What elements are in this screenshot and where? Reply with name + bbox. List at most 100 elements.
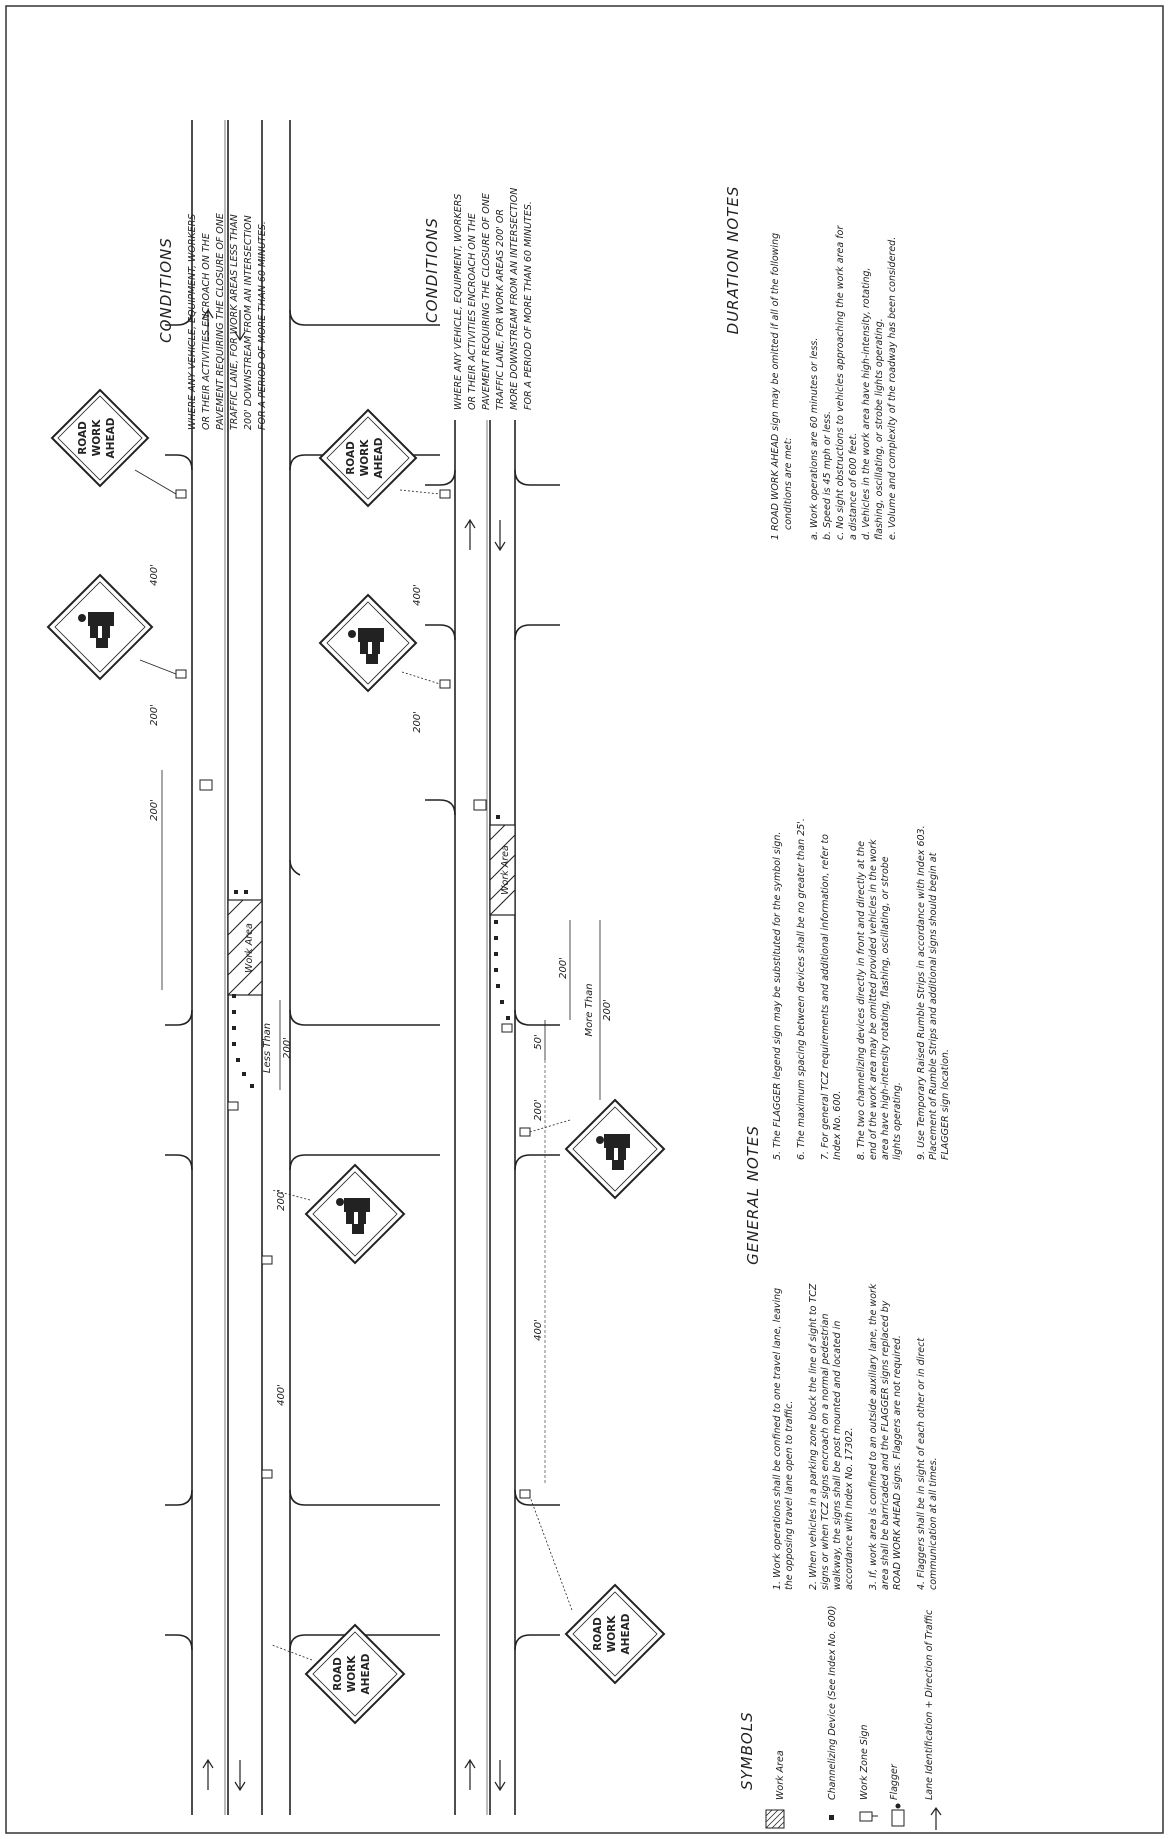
duration-line-7: a distance of 600 feet.	[848, 433, 859, 540]
symbol-label-channelizing: Channelizing Device (See Index No. 600)	[827, 1606, 838, 1800]
lane-direction-arrow-icon	[930, 1806, 942, 1830]
dim-b-50: 50'	[533, 1034, 544, 1049]
sign-a-top-line3: AHEAD	[105, 417, 117, 458]
gen-col2-line-13: 9. Use Temporary Raised Rumble Strips in…	[916, 825, 927, 1160]
dim-a-400-bottom: 400'	[276, 1384, 287, 1406]
gen-col1-line-10: area shall be barricaded and the FLAGGER…	[880, 1300, 891, 1590]
sign-road-work-ahead-b-bottom: ROAD WORK AHEAD	[529, 1496, 666, 1685]
traffic-arrows-b	[464, 518, 506, 1792]
dim-a-400-top: 400'	[149, 564, 160, 586]
gen-col2-line-5: 7. For general TCZ requirements and addi…	[820, 834, 831, 1160]
general-notes-col2: 5. The FLAGGER legend sign may be substi…	[772, 818, 951, 1160]
sign-road-work-ahead-b-top: ROAD WORK AHEAD	[318, 408, 441, 508]
duration-line-6: c. No sight obstructions to vehicles app…	[835, 225, 846, 540]
traffic-arrows-a	[202, 308, 246, 1792]
general-notes-col1: 1. Work operations shall be confined to …	[772, 1283, 939, 1590]
work-area-b: Work Area	[489, 824, 516, 916]
duration-line-8: d. Vehicles in the work area have high-i…	[861, 267, 872, 540]
gen-col1-line-4: 2. When vehicles in a parking zone block…	[808, 1283, 819, 1590]
duration-notes: DURATION NOTES	[724, 186, 742, 335]
sign-a-top-line1: ROAD	[77, 421, 89, 455]
duration-notes-body: 1 ROAD WORK AHEAD sign may be omitted if…	[770, 225, 898, 540]
sign-b-bottom-line1: ROAD	[592, 1617, 604, 1651]
conditions-b-line-2: OR THEIR ACTIVITIES ENCROACH ON THE	[467, 213, 478, 410]
dim-a-200-top2: 200'	[149, 704, 160, 726]
gen-col1-line-1: 1. Work operations shall be confined to …	[772, 1288, 783, 1590]
sign-b-top-line3: AHEAD	[373, 437, 385, 478]
dim-b-400-upper: 400'	[412, 584, 423, 606]
symbol-label-flagger: Flagger	[889, 1763, 900, 1800]
duration-line-4: a. Work operations are 60 minutes or les…	[809, 338, 820, 540]
symbols-title: SYMBOLS	[738, 1711, 756, 1790]
conditions-a-line-6: FOR A PERIOD OF MORE THAN 60 MINUTES.	[257, 221, 268, 430]
gen-col2-line-9: end of the work area may be omitted prov…	[868, 839, 879, 1160]
flagger-symbol-icon	[596, 1134, 630, 1170]
sign-a-bottom-line3: AHEAD	[360, 1653, 372, 1694]
gen-col1-line-13: 4. Flaggers shall be in sight of each ot…	[916, 1337, 927, 1590]
duration-line-2: conditions are met:	[783, 437, 794, 530]
conditions-b-line-4: TRAFFIC LANE, FOR WORK AREAS 200' OR	[495, 209, 506, 410]
dim-less-than-200: 200'	[282, 1037, 293, 1059]
gen-col2-line-14: Placement of Rumble Strips and additiona…	[928, 851, 939, 1160]
dimensions-b: More Than 200' 200' 50' 200' 400' 200' 4…	[412, 584, 613, 1485]
conditions-a-title: CONDITIONS	[157, 237, 175, 343]
dim-b-200-lower: 200'	[533, 1099, 544, 1121]
road-b-lines	[454, 420, 516, 1815]
cross-streets-b	[425, 469, 560, 1651]
dim-a-200-top1: 200'	[149, 799, 160, 821]
work-area-b-label: Work Area	[500, 845, 511, 895]
duration-line-10: e. Volume and complexity of the roadway …	[887, 237, 898, 540]
general-notes-title: GENERAL NOTES	[744, 1125, 762, 1265]
channelizing-device-symbol-icon	[829, 1815, 834, 1820]
sign-road-work-ahead-a-bottom: ROAD WORK AHEAD	[271, 1623, 406, 1725]
conditions-a: CONDITIONS WHERE ANY VEHICLE, EQUIPMENT,…	[157, 213, 268, 430]
conditions-b: CONDITIONS WHERE ANY VEHICLE, EQUIPMENT,…	[423, 188, 534, 410]
flagger-symbol-icon	[348, 628, 384, 664]
cross-streets-a	[165, 309, 440, 1651]
sign-flagger-a-bottom	[271, 1163, 406, 1265]
gen-col1-line-6: walkway, the signs shall be post mounted…	[832, 1321, 843, 1590]
dim-b-200-inner: 200'	[558, 957, 569, 979]
gen-col2-line-10: area have high-intensity rotating, flash…	[880, 856, 891, 1160]
gen-col1-line-9: 3. If, work area is confined to an outsi…	[868, 1283, 879, 1590]
gen-col1-line-11: ROAD WORK AHEAD signs. Flaggers are not …	[892, 1335, 903, 1590]
general-notes-title-group: GENERAL NOTES	[744, 1125, 762, 1265]
gen-col1-line-2: the opposing travel lane open to traffic…	[784, 1401, 795, 1590]
conditions-b-title: CONDITIONS	[423, 217, 441, 323]
work-zone-sign-symbol-icon	[859, 1811, 878, 1822]
symbol-label-lane: Lane Identification + Direction of Traff…	[924, 1609, 935, 1800]
sign-b-top-line2: WORK	[359, 439, 371, 477]
gen-col2-line-8: 8. The two channelizing devices directly…	[856, 841, 867, 1160]
flagger-symbol-icon	[336, 1198, 370, 1234]
dim-more-than-200: 200'	[602, 999, 613, 1021]
work-area-symbol-icon	[765, 1809, 785, 1829]
diagram-a: Work Area Less Than 200' 200' 200' 400' …	[149, 120, 440, 1815]
dim-b-400-lower: 400'	[533, 1319, 544, 1341]
channelizing-devices-a	[232, 890, 254, 1088]
gen-col2-line-15: FLAGGER sign location.	[940, 1049, 951, 1160]
gen-col2-line-1: 5. The FLAGGER legend sign may be substi…	[772, 832, 783, 1160]
dim-a-200-bottom: 200'	[276, 1189, 287, 1211]
symbol-label-work-zone-sign: Work Zone Sign	[859, 1724, 870, 1800]
sign-b-bottom-line2: WORK	[606, 1615, 618, 1653]
sign-flagger-a-top	[46, 573, 177, 681]
gen-col2-line-3: 6. The maximum spacing between devices s…	[796, 818, 807, 1160]
sign-a-top-line2: WORK	[91, 419, 103, 457]
conditions-a-line-5: 200' DOWNSTREAM FROM AN INTERSECTION	[243, 215, 254, 430]
conditions-a-line-4: TRAFFIC LANE, FOR WORK AREAS LESS THAN	[229, 214, 240, 430]
sign-road-work-ahead-a-top: ROAD WORK AHEAD	[50, 388, 177, 495]
sign-flagger-b-bottom	[529, 1098, 666, 1200]
work-zone-signs-a	[175, 489, 273, 1479]
dim-more-than: More Than	[584, 983, 595, 1036]
flagger-symbol-legend-icon	[891, 1803, 905, 1827]
sign-b-bottom-line3: AHEAD	[620, 1613, 632, 1654]
conditions-b-line-6: FOR A PERIOD OF MORE THAN 60 MINUTES.	[523, 201, 534, 410]
conditions-b-line-1: WHERE ANY VEHICLE, EQUIPMENT, WORKERS	[453, 194, 464, 410]
flagger-symbol-icon	[78, 612, 114, 648]
sign-a-bottom-line2: WORK	[346, 1655, 358, 1693]
gen-col1-line-14: communication at all times.	[928, 1457, 939, 1590]
sign-b-top-line1: ROAD	[345, 441, 357, 475]
duration-line-1: 1 ROAD WORK AHEAD sign may be omitted if…	[770, 233, 781, 540]
gen-col1-line-7: accordance with Index No. 17302.	[844, 1427, 855, 1590]
